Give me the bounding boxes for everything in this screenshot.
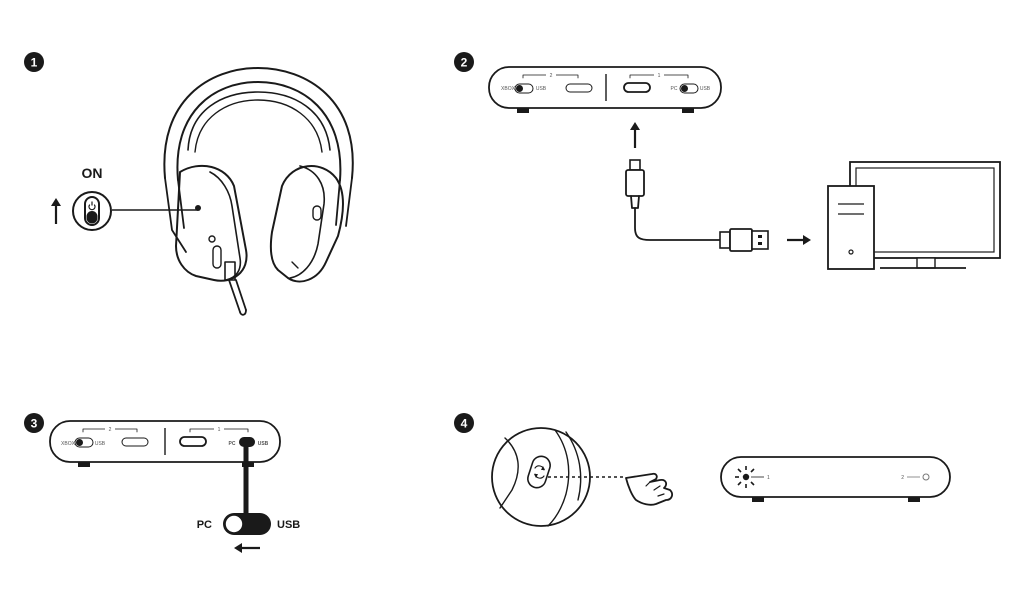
receiver-slot-2-number-text: 2 [550, 73, 553, 79]
right-arrow-icon [787, 235, 811, 245]
usb-label-3-right: USB [258, 441, 269, 447]
step-3-badge: 3 [24, 413, 44, 433]
switch-pc-label: PC [197, 519, 212, 531]
receiver-step2: 2 2 XBOX USB 1 PC USB [488, 66, 722, 113]
pairing-button-icon [527, 455, 551, 489]
step-4-badge: 4 [454, 413, 474, 433]
pc-label-3: PC [229, 441, 236, 447]
step-1-badge: 1 [24, 52, 44, 72]
power-on-label: ON [82, 165, 103, 181]
right-earcup [269, 165, 344, 283]
step-2-number: 2 [461, 56, 468, 70]
left-arrow-icon [234, 543, 260, 553]
left-earcup [175, 164, 248, 282]
usb-label-right: USB [700, 86, 711, 92]
earcup-zoom-circle [491, 427, 624, 527]
step-2-badge: 2 [454, 52, 474, 72]
switch-zoom-callout: PC USB [197, 446, 300, 535]
usb-cable [625, 159, 769, 252]
power-icon [88, 201, 96, 211]
xbox-label: XBOX [501, 86, 516, 92]
receiver-step3: 2 XBOX USB 1 PC USB [49, 420, 281, 467]
receiver-step4: 1 2 [720, 456, 951, 502]
pc-label: PC [671, 86, 678, 92]
pointing-hand-icon [625, 472, 673, 506]
light-2-label: 2 [901, 475, 904, 481]
switch-usb-label: USB [277, 519, 300, 531]
up-arrow-icon [51, 198, 61, 224]
microphone-boom [224, 261, 247, 316]
usb-label-3-left: USB [95, 441, 106, 447]
xbox-label-3: XBOX [61, 441, 76, 447]
receiver3-slot-1-number: 1 [218, 427, 221, 433]
light-1-label: 1 [767, 475, 770, 481]
desktop-computer-icon [827, 161, 1001, 270]
up-arrow-icon [630, 122, 640, 148]
blinking-light-icon [735, 466, 755, 488]
step-4-number: 4 [461, 417, 468, 431]
usb-label-left: USB [536, 86, 547, 92]
headset-illustration [112, 67, 354, 316]
step-1-number: 1 [31, 56, 38, 70]
power-callout: ON [72, 165, 112, 231]
receiver-slot-1-number: 1 [658, 73, 661, 79]
step-3-number: 3 [31, 417, 38, 431]
receiver3-slot-2-number: 2 [109, 427, 112, 433]
